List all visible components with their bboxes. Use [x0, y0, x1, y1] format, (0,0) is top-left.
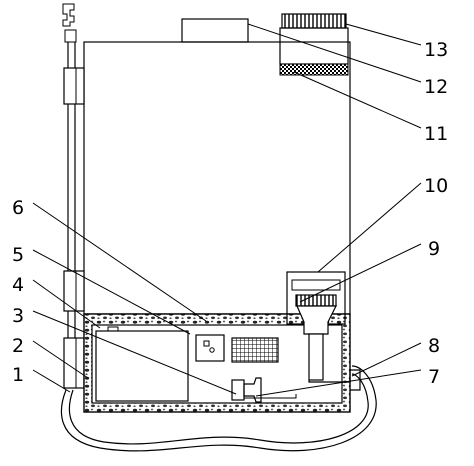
hose-outer [60, 365, 377, 452]
base-components [95, 326, 297, 403]
label-8: 8 [428, 335, 440, 357]
top-right-filter-assembly [279, 13, 349, 76]
label-5: 5 [12, 244, 24, 266]
filter-mesh [279, 63, 349, 76]
heat-sink [231, 337, 279, 363]
leader-lines [32, 23, 422, 397]
label-6: 6 [12, 197, 24, 219]
funnel [296, 305, 337, 335]
control-box [195, 334, 225, 362]
left-pipe [62, 3, 85, 389]
water-tank [95, 330, 189, 402]
main-housing [83, 41, 351, 315]
funnel-tube [308, 333, 324, 381]
label-12: 12 [424, 76, 448, 98]
label-9: 9 [428, 238, 440, 260]
filter-top [281, 13, 347, 29]
top-box [181, 18, 249, 43]
label-10: 10 [424, 175, 448, 197]
label-1: 1 [12, 364, 24, 386]
label-3: 3 [12, 305, 24, 327]
hose-inner [68, 373, 369, 445]
base-insulation [83, 313, 351, 413]
outlet-assembly [286, 271, 361, 391]
label-11: 11 [424, 123, 448, 145]
pipe-bottom-sleeve [63, 337, 85, 389]
label-2: 2 [12, 335, 24, 357]
pipe-upper-sleeve [63, 67, 85, 105]
label-13: 13 [424, 39, 448, 61]
pipe-lower-sleeve [63, 270, 85, 312]
label-4: 4 [12, 274, 24, 296]
label-7: 7 [428, 366, 440, 388]
